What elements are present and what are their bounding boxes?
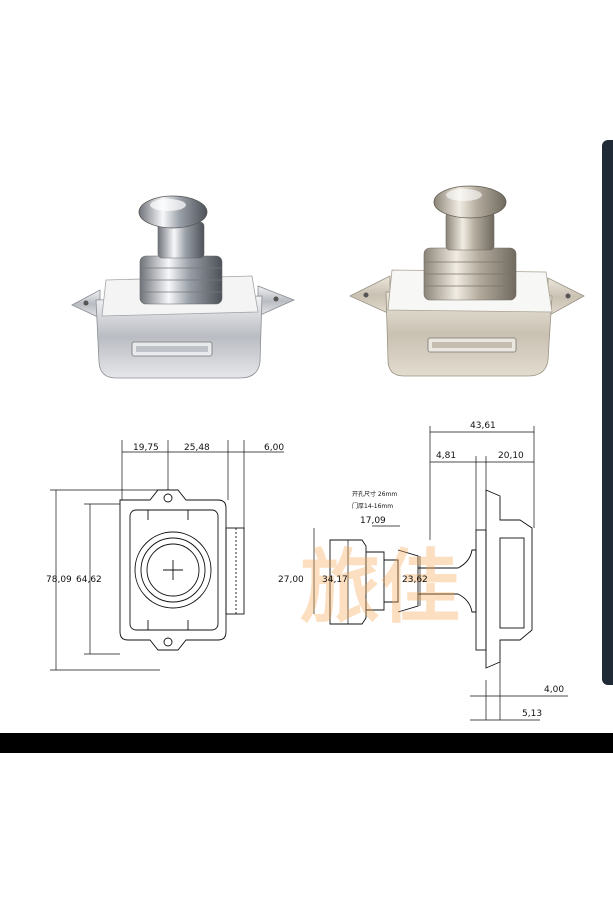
dim-center-3: 17,09 [360, 516, 386, 526]
dim-right-4: 4,00 [544, 685, 564, 695]
front-plate-outline [119, 489, 227, 651]
note-hole-size: 开孔尺寸 26mm [352, 490, 397, 498]
dim-top-2: 25,48 [184, 443, 210, 453]
dim-center-1: 27,00 [278, 575, 304, 585]
dim-right-2: 4,81 [436, 451, 456, 461]
dim-right-3: 20,10 [498, 451, 524, 461]
dim-center-2: 34,17 [322, 575, 348, 585]
dim-top-1: 19,75 [133, 443, 159, 453]
nickel-latch-photo [349, 185, 585, 377]
dim-right-1: 43,61 [470, 421, 496, 431]
side-body-outline [475, 529, 487, 651]
note-door-thickness: 门厚14-16mm [352, 502, 393, 510]
technical-drawing: 旅佳 19,75 25,48 6,00 78,09 64,62 27,00 34… [46, 421, 568, 721]
front-button-outer [134, 531, 212, 609]
right-edge-strip [602, 140, 613, 685]
dim-left-1: 78,09 [46, 575, 72, 585]
watermark: 旅佳 [300, 541, 460, 634]
bolt-outline [225, 527, 245, 615]
dim-top-3: 6,00 [264, 443, 284, 453]
bottom-black-bar [0, 733, 613, 753]
dim-left-2: 64,62 [76, 575, 102, 585]
dim-center-4: 23,62 [402, 575, 428, 585]
side-flange-outline [329, 539, 367, 625]
product-photos [71, 185, 585, 379]
chrome-latch-photo [71, 195, 296, 379]
dim-right-5: 5,13 [522, 709, 542, 719]
